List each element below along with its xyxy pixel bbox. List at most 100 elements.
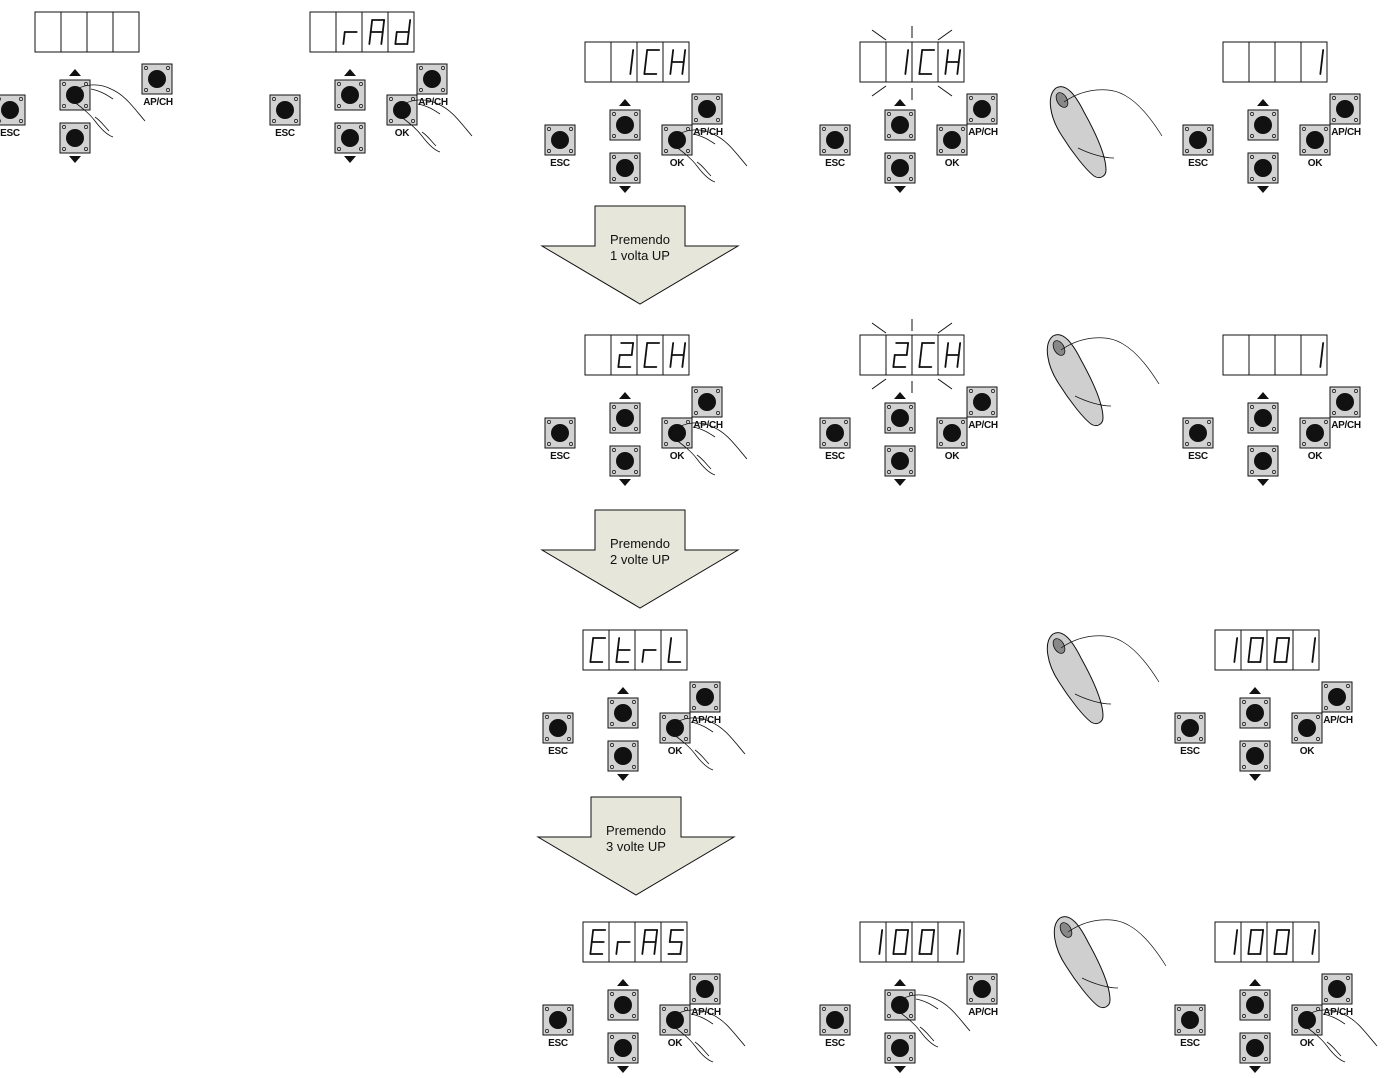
esc-button[interactable] (269, 94, 301, 126)
up-button[interactable] (607, 989, 639, 1021)
down-arrow-icon (69, 156, 81, 163)
down-button[interactable] (1247, 152, 1279, 184)
apch-button[interactable] (966, 93, 998, 125)
down-button[interactable] (1239, 740, 1271, 772)
flashing-indicator (871, 26, 953, 100)
up-arrow-icon (1257, 392, 1269, 399)
up-button[interactable] (334, 79, 366, 111)
down-arrow-icon (1257, 479, 1269, 486)
esc-button[interactable] (819, 124, 851, 156)
apch-button[interactable] (1321, 973, 1353, 1005)
display-digit: 1 (1319, 49, 1325, 75)
down-button[interactable] (1239, 1032, 1271, 1064)
key-label: ESC (1180, 746, 1200, 757)
esc-button[interactable] (542, 712, 574, 744)
ok-button[interactable] (1299, 417, 1331, 449)
apch-button[interactable] (141, 63, 173, 95)
apch-button[interactable] (1329, 386, 1361, 418)
esc-button[interactable] (1174, 1004, 1206, 1036)
ok-button[interactable] (936, 124, 968, 156)
apch-button[interactable] (416, 63, 448, 95)
up-button[interactable] (1239, 697, 1271, 729)
apch-button[interactable] (691, 93, 723, 125)
up-button[interactable] (884, 109, 916, 141)
esc-button[interactable] (1182, 417, 1214, 449)
up-button[interactable] (607, 697, 639, 729)
esc-button[interactable] (0, 94, 26, 126)
pressing-hand-icon (668, 717, 746, 771)
ok-button[interactable] (1291, 712, 1323, 744)
display-digit: r (615, 941, 631, 955)
apch-button[interactable] (689, 973, 721, 1005)
key-label: ESC (275, 128, 295, 139)
down-button[interactable] (609, 152, 641, 184)
ok-button[interactable] (1291, 1004, 1323, 1036)
key-label: ESC (825, 1038, 845, 1049)
esc-button[interactable] (544, 417, 576, 449)
up-button[interactable] (1247, 402, 1279, 434)
key-label: OK (1308, 158, 1323, 169)
down-button[interactable] (334, 122, 366, 154)
down-button[interactable] (1247, 445, 1279, 477)
apch-button[interactable] (966, 973, 998, 1005)
down-arrow-icon (617, 1066, 629, 1073)
display-digit: H (944, 49, 962, 75)
key-label: ESC (550, 158, 570, 169)
display-digit: t (615, 637, 631, 663)
apch-button[interactable] (691, 386, 723, 418)
arrow-label-line2: 3 volte UP (606, 839, 666, 854)
key-label: AP/CH (1323, 715, 1353, 726)
key-label: ESC (1188, 158, 1208, 169)
up-button[interactable] (1239, 989, 1271, 1021)
display-digit: 1 (1311, 637, 1317, 663)
down-button[interactable] (884, 445, 916, 477)
up-arrow-icon (619, 99, 631, 106)
down-arrow-icon (1257, 186, 1269, 193)
up-button[interactable] (609, 109, 641, 141)
led-display: 1 (1222, 334, 1328, 376)
remote-control-icon (1046, 632, 1160, 725)
up-button[interactable] (59, 79, 91, 111)
key-label: ESC (548, 1038, 568, 1049)
arrow-label-line2: 2 volte UP (610, 552, 670, 567)
apch-button[interactable] (966, 386, 998, 418)
esc-button[interactable] (1174, 712, 1206, 744)
down-button[interactable] (609, 445, 641, 477)
esc-button[interactable] (544, 124, 576, 156)
down-button[interactable] (884, 152, 916, 184)
key-label: OK (1300, 1038, 1315, 1049)
display-digit: L (667, 637, 682, 663)
down-button[interactable] (884, 1032, 916, 1064)
display-digit: 0 (1247, 929, 1265, 955)
display-digit: A (368, 19, 386, 45)
up-button[interactable] (609, 402, 641, 434)
ok-button[interactable] (659, 1004, 691, 1036)
led-display: 1CH (859, 41, 965, 83)
apch-button[interactable] (689, 681, 721, 713)
esc-button[interactable] (542, 1004, 574, 1036)
down-button[interactable] (59, 122, 91, 154)
ok-button[interactable] (1299, 124, 1331, 156)
esc-button[interactable] (1182, 124, 1214, 156)
esc-button[interactable] (819, 1004, 851, 1036)
apch-button[interactable] (1329, 93, 1361, 125)
down-button[interactable] (607, 1032, 639, 1064)
up-button[interactable] (1247, 109, 1279, 141)
ok-button[interactable] (661, 124, 693, 156)
down-arrow-icon (1249, 774, 1261, 781)
up-button[interactable] (884, 989, 916, 1021)
ok-button[interactable] (936, 417, 968, 449)
ok-button[interactable] (659, 712, 691, 744)
flashing-indicator (871, 319, 953, 393)
led-display: 1001 (859, 921, 965, 963)
up-button[interactable] (884, 402, 916, 434)
up-arrow-icon (617, 979, 629, 986)
ok-button[interactable] (661, 417, 693, 449)
esc-button[interactable] (819, 417, 851, 449)
down-button[interactable] (607, 740, 639, 772)
apch-button[interactable] (1321, 681, 1353, 713)
key-label: OK (395, 128, 410, 139)
ok-button[interactable] (386, 94, 418, 126)
display-digit: 0 (1247, 637, 1265, 663)
display-digit: C (918, 49, 936, 75)
